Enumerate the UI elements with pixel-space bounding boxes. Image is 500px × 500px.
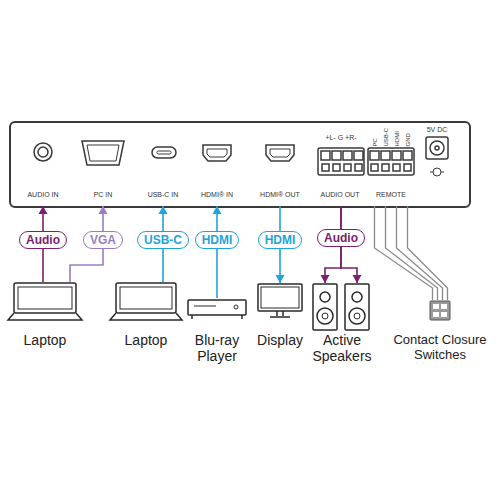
connector-line: [375, 206, 433, 300]
device-name: Active Speakers: [308, 332, 376, 364]
laptop-icon: [8, 283, 82, 320]
port-label: AUDIO OUT: [315, 148, 365, 206]
audio-jack: [34, 143, 52, 161]
connector-line: [397, 206, 443, 300]
port-name: PC IN: [79, 191, 127, 199]
blu-ray-icon: [188, 300, 246, 319]
audio-out-terminal: [318, 148, 364, 175]
contact-switch-icon: [430, 301, 450, 320]
connector-line: [408, 206, 448, 300]
signal-connector: [213, 206, 222, 298]
remote-terminal: [368, 148, 414, 175]
arrowhead: [276, 275, 285, 283]
device-name: Laptop: [8, 332, 82, 348]
speaker-icon: [345, 284, 369, 330]
signal-tag: USB-C: [137, 231, 189, 249]
terminal-polarity: +L- G +R-: [325, 134, 356, 141]
connector-line: [386, 206, 438, 300]
hdmi-in-port: [203, 145, 231, 161]
device-box: Laptop: [8, 282, 82, 348]
device-box: Active Speakers: [308, 283, 376, 364]
device-box: Contact Closure Switches: [386, 300, 494, 362]
port-label: REMOTE: [368, 148, 414, 206]
arrowhead: [39, 206, 48, 214]
device-name: Display: [252, 332, 308, 348]
pin-name: GND: [404, 133, 411, 146]
port-label: USB-C IN: [141, 140, 185, 206]
speaker-icon: [313, 284, 337, 330]
port-name: AUDIO OUT: [315, 191, 365, 199]
signal-tag: VGA: [83, 231, 123, 249]
signal-tag: HDMI: [258, 231, 303, 249]
arrowhead: [353, 275, 362, 283]
pin-name: PC: [371, 138, 378, 146]
arrowhead: [99, 206, 108, 214]
device-box: Display: [252, 283, 308, 348]
rear-panel: [10, 122, 470, 207]
port-label: HDMI® IN: [194, 140, 240, 206]
pin-name: HDMI: [393, 131, 400, 146]
display-icon: [258, 284, 302, 317]
signal-tag: Audio: [19, 231, 67, 249]
arrowhead: [213, 206, 222, 214]
device-box: Laptop: [112, 282, 180, 348]
dc-jack: [426, 137, 448, 176]
port-label: PC IN: [79, 140, 127, 206]
device-name: Blu-ray Player: [186, 332, 248, 364]
power-label: 5V DC: [427, 126, 448, 133]
port-name: AUDIO IN: [21, 191, 65, 199]
usb-c-port: [152, 147, 176, 158]
signal-tag: Audio: [317, 229, 365, 247]
signal-connector: [375, 206, 448, 300]
port-name: HDMI® OUT: [255, 191, 305, 199]
device-name: Contact Closure Switches: [386, 332, 494, 362]
connector-line: [216, 206, 218, 298]
pin-name: USB-C: [382, 127, 389, 146]
device-box: Blu-ray Player: [186, 298, 248, 364]
port-label: HDMI® OUT: [255, 140, 305, 206]
hdmi-out-port: [266, 145, 294, 161]
arrowhead: [159, 206, 168, 214]
device-name: Laptop: [112, 332, 180, 348]
arrowhead: [321, 275, 330, 283]
port-name: HDMI® IN: [194, 191, 240, 199]
port-label: AUDIO IN: [21, 140, 65, 206]
vga-port: [82, 141, 124, 165]
port-name: USB-C IN: [141, 191, 185, 199]
laptop-icon: [110, 283, 182, 320]
port-name: REMOTE: [368, 191, 414, 199]
signal-tag: HDMI: [195, 231, 240, 249]
